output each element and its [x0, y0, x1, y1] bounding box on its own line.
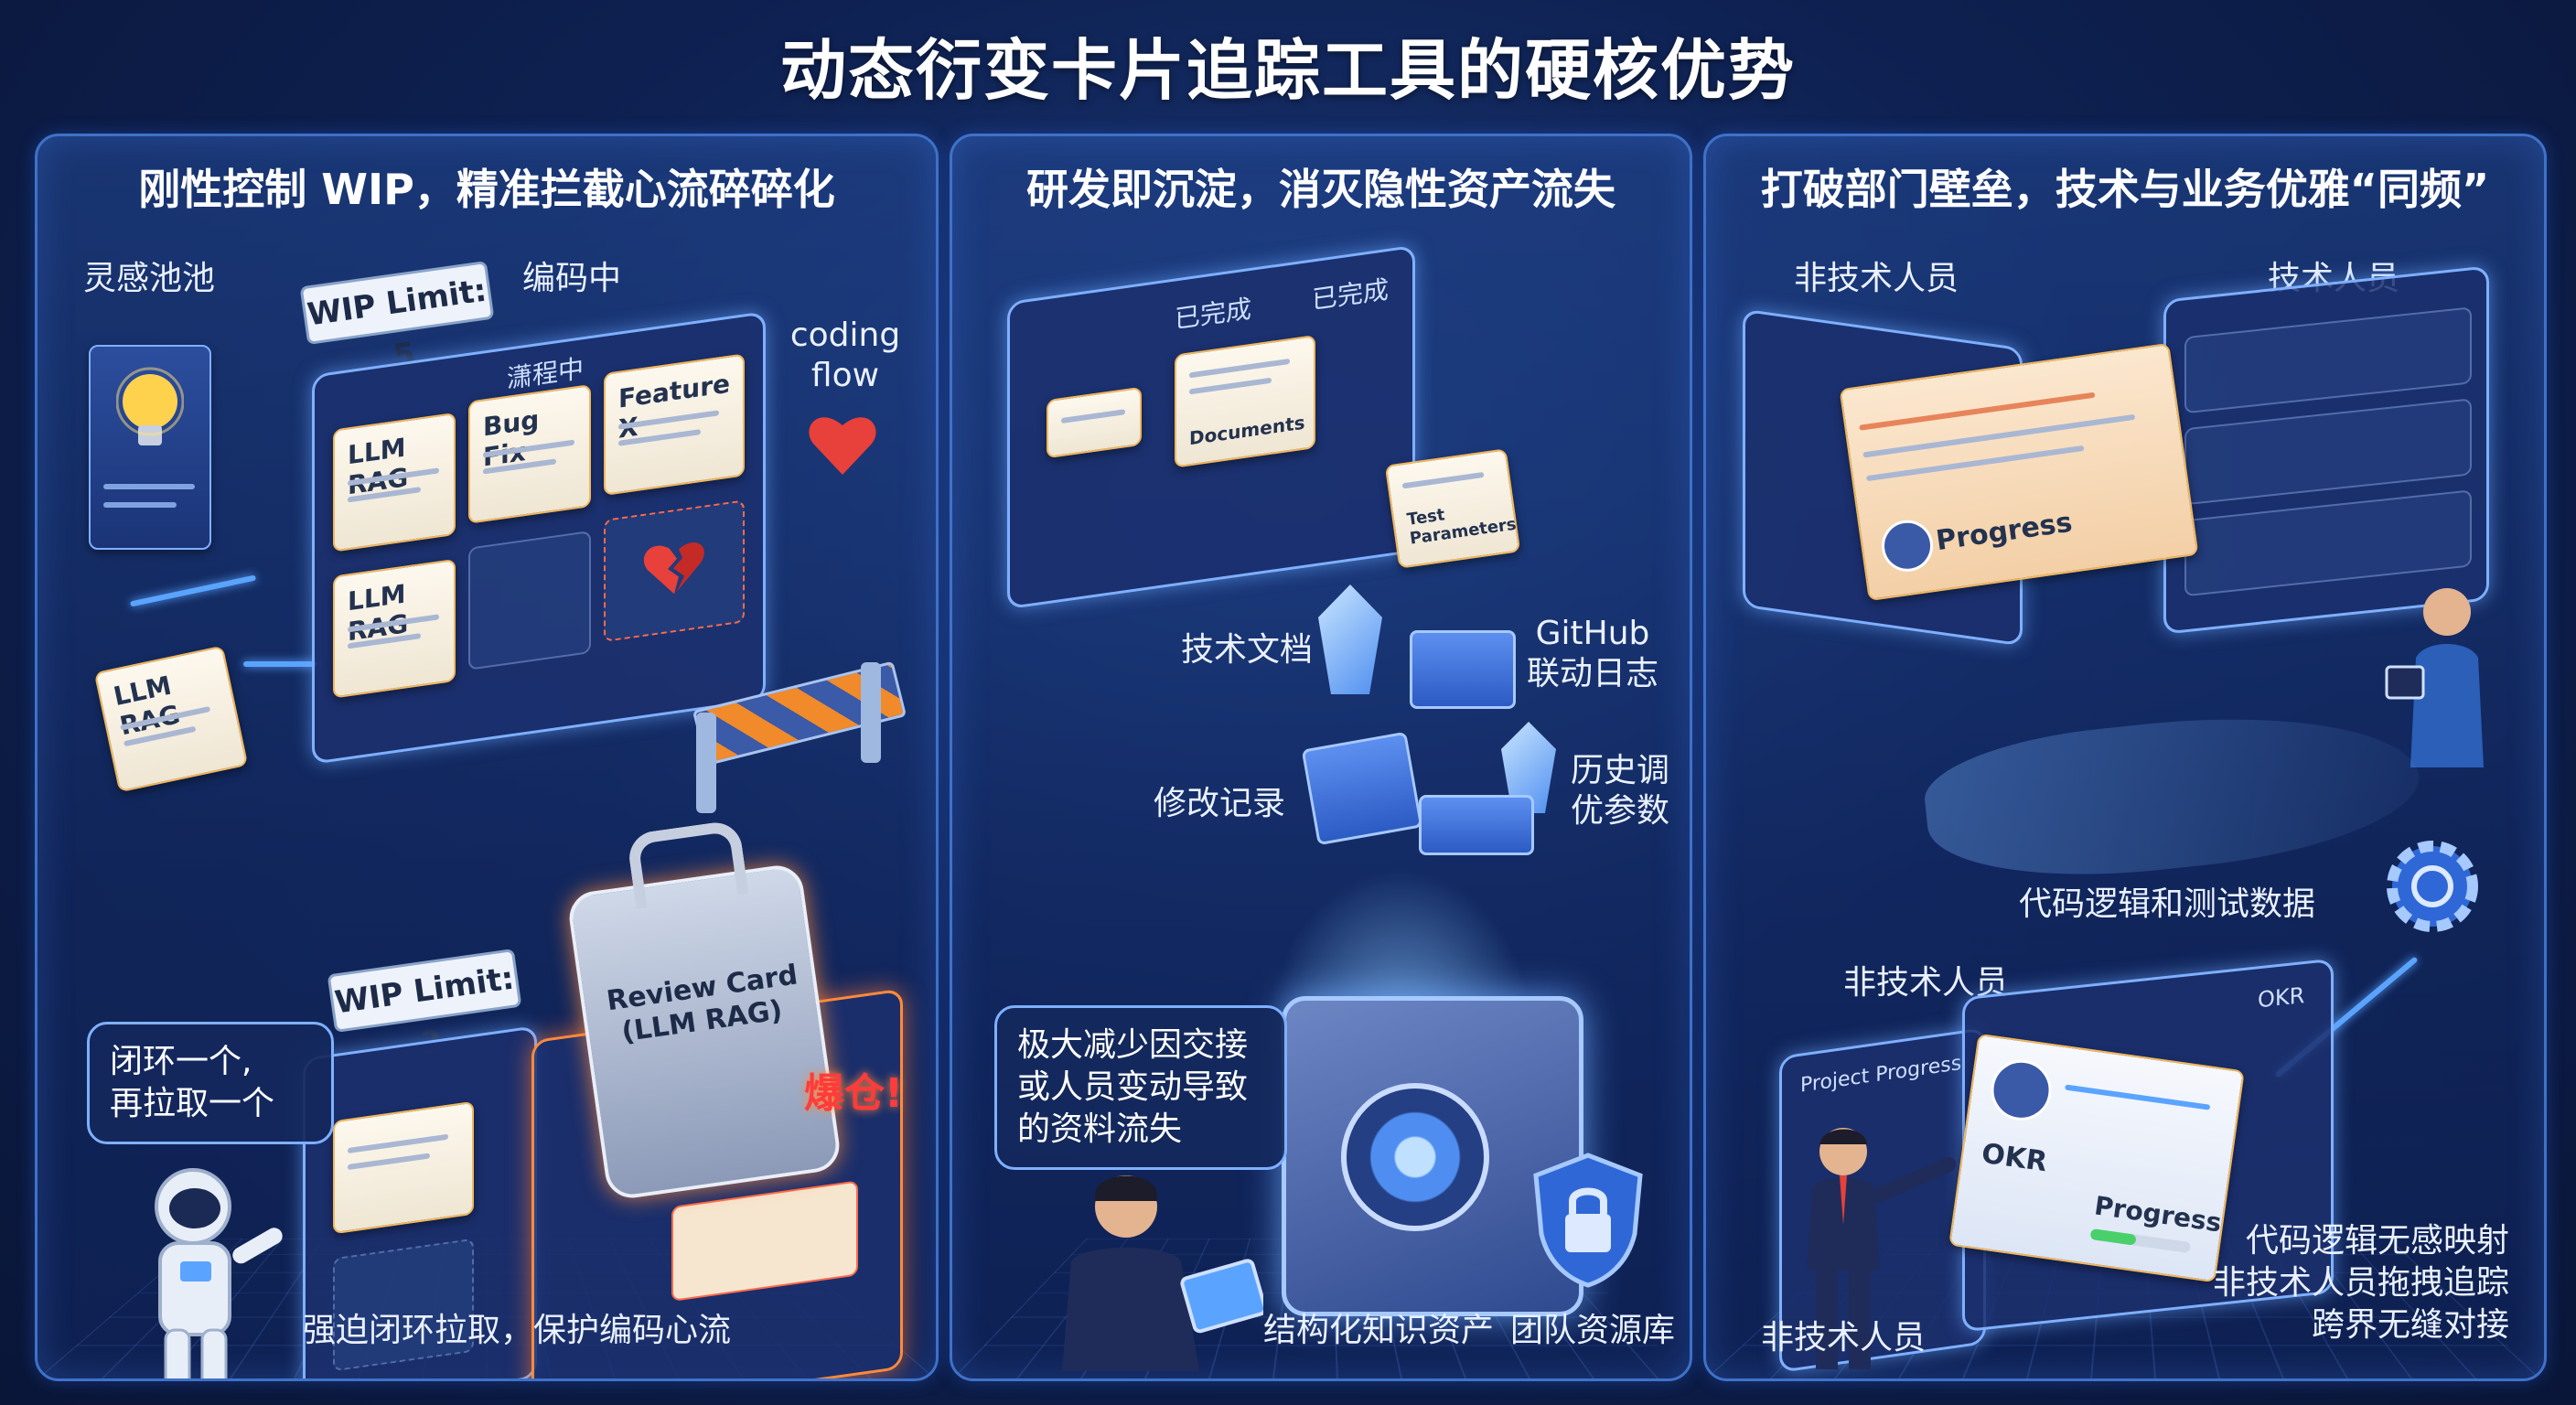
code-stream	[1919, 696, 2426, 894]
gear-sync-icon	[2387, 841, 2478, 932]
speech-bubble-loss: 极大减少因交接 或人员变动导致 的资料流失	[994, 1005, 1287, 1170]
overflow-alert: 爆仓!	[804, 1070, 904, 1117]
card-bottom[interactable]	[333, 1100, 474, 1235]
broken-slot	[604, 499, 745, 643]
avatar	[1878, 517, 1937, 575]
kanban-board-top[interactable]: 潇程中 LLM RAG Bug Fix Feature X LLM RAG	[312, 311, 766, 765]
panel-title: 研发即沉淀，消灭隐性资产流失	[1026, 165, 1615, 214]
non-tech-person-icon	[1807, 1128, 1957, 1369]
review-bag[interactable]: Review Card (LLM RAG)	[565, 819, 843, 1202]
panel-title: 刚性控制 WIP，精准拦截心流碎碎化	[138, 165, 835, 214]
tech-row-2	[2184, 398, 2472, 506]
card-documents[interactable]: Documents	[1175, 334, 1315, 468]
bag-handle	[626, 819, 749, 910]
astronaut-icon	[155, 1168, 283, 1378]
vault-dial[interactable]	[1341, 1083, 1489, 1231]
barrier-post-2	[861, 662, 881, 763]
flow-arrow	[129, 574, 257, 607]
panel-collab: 打破部门壁垒，技术与业务优雅“同频” 非技术人员 技术人员 Progress 代…	[1703, 134, 2547, 1381]
tech-person-icon	[2385, 588, 2484, 767]
card-small[interactable]	[1046, 386, 1142, 459]
review-card-label: Review Card (LLM RAG)	[604, 959, 800, 1049]
empty-slot	[468, 530, 591, 670]
panel-title: 打破部门壁垒，技术与业务优雅“同频”	[1760, 165, 2490, 214]
speech-bubble-pull: 闭环一个, 再拉取一个	[87, 1022, 334, 1144]
page-title: 动态衍变卡片追踪工具的硬核优势	[779, 32, 1796, 109]
crystal-icon	[1318, 585, 1382, 694]
summary-line-3: 跨界无缝对接	[2311, 1306, 2509, 1344]
barrier-post	[696, 713, 716, 813]
col-done-2: 已完成	[1312, 273, 1390, 316]
tech-row	[2184, 306, 2472, 414]
progress-bar	[2089, 1228, 2192, 1254]
okr-panel-label: OKR	[2258, 981, 2305, 1014]
label-tech-docs: 技术文档	[1181, 631, 1314, 669]
avatar-2	[1987, 1056, 2055, 1125]
col-label-idea: 灵感池池	[83, 260, 216, 297]
businessman-icon	[1062, 1175, 1263, 1371]
card-llm-rag-1[interactable]: LLM RAG	[333, 412, 456, 552]
tech-board[interactable]	[2163, 265, 2489, 635]
panel-footer: 强迫闭环拉取，保护编码心流	[303, 1312, 732, 1349]
footer-structured: 结构化知识资产	[1263, 1312, 1495, 1349]
card-test-params[interactable]: Test Parameters	[1384, 448, 1521, 569]
flow-arrow-2	[243, 661, 317, 667]
tech-row-3	[2184, 489, 2472, 597]
label-non-tech-3: 非技术人员	[1761, 1319, 1927, 1357]
idea-card[interactable]	[89, 345, 211, 550]
card-llm-rag-2[interactable]: LLM RAG	[333, 558, 456, 699]
progress-card[interactable]: Progress	[1839, 342, 2199, 602]
panel-wip: 刚性控制 WIP，精准拦截心流碎碎化 灵感池池 编码中 coding flow …	[35, 134, 939, 1381]
card-bug-fix[interactable]: Bug Fix	[468, 383, 591, 524]
heart-icon	[809, 417, 876, 475]
panel-knowledge: 研发即沉淀，消灭隐性资产流失 已完成 已完成 Documents Test Pa…	[950, 134, 1692, 1381]
wip-limit-3-sign: WIP Limit: 3	[327, 948, 522, 1063]
okr-progress-card[interactable]: OKR Progress	[1948, 1033, 2245, 1283]
project-progress-label: Project Progress	[1800, 1051, 1962, 1098]
coding-flow-label: coding flow	[789, 316, 901, 394]
wip-limit-5-sign: WIP Limit: 5	[299, 260, 495, 375]
code-logic-label: 代码逻辑和测试数据	[2019, 885, 2316, 923]
broken-heart-icon	[643, 542, 704, 595]
col-label-coding: 编码中	[522, 260, 622, 297]
book-icon	[1301, 731, 1423, 846]
summary-line-1: 代码逻辑无感映射	[2245, 1222, 2509, 1260]
label-changelog: 修改记录	[1154, 785, 1286, 822]
shield-lock-icon	[1533, 1153, 1643, 1288]
card-feature-x[interactable]: Feature X	[604, 353, 745, 497]
label-github: GitHub 联动日志	[1526, 615, 1658, 692]
vault-safe[interactable]	[1282, 996, 1583, 1316]
done-board[interactable]: 已完成 已完成 Documents	[1007, 244, 1415, 610]
overflow-slot	[671, 1180, 858, 1303]
footer-library: 团队资源库	[1510, 1312, 1676, 1349]
stacked-book-icon	[1419, 795, 1534, 855]
open-book-icon	[1410, 630, 1516, 709]
summary-line-2: 非技术人员拖拽追踪	[2212, 1264, 2509, 1302]
idea-card-llm[interactable]: LLM RAG	[93, 645, 249, 793]
label-non-tech: 非技术人员	[1794, 260, 1959, 297]
col-done-1: 已完成	[1175, 293, 1252, 335]
lightbulb-icon	[116, 367, 184, 445]
label-history: 历史调 优参数	[1570, 752, 1669, 830]
